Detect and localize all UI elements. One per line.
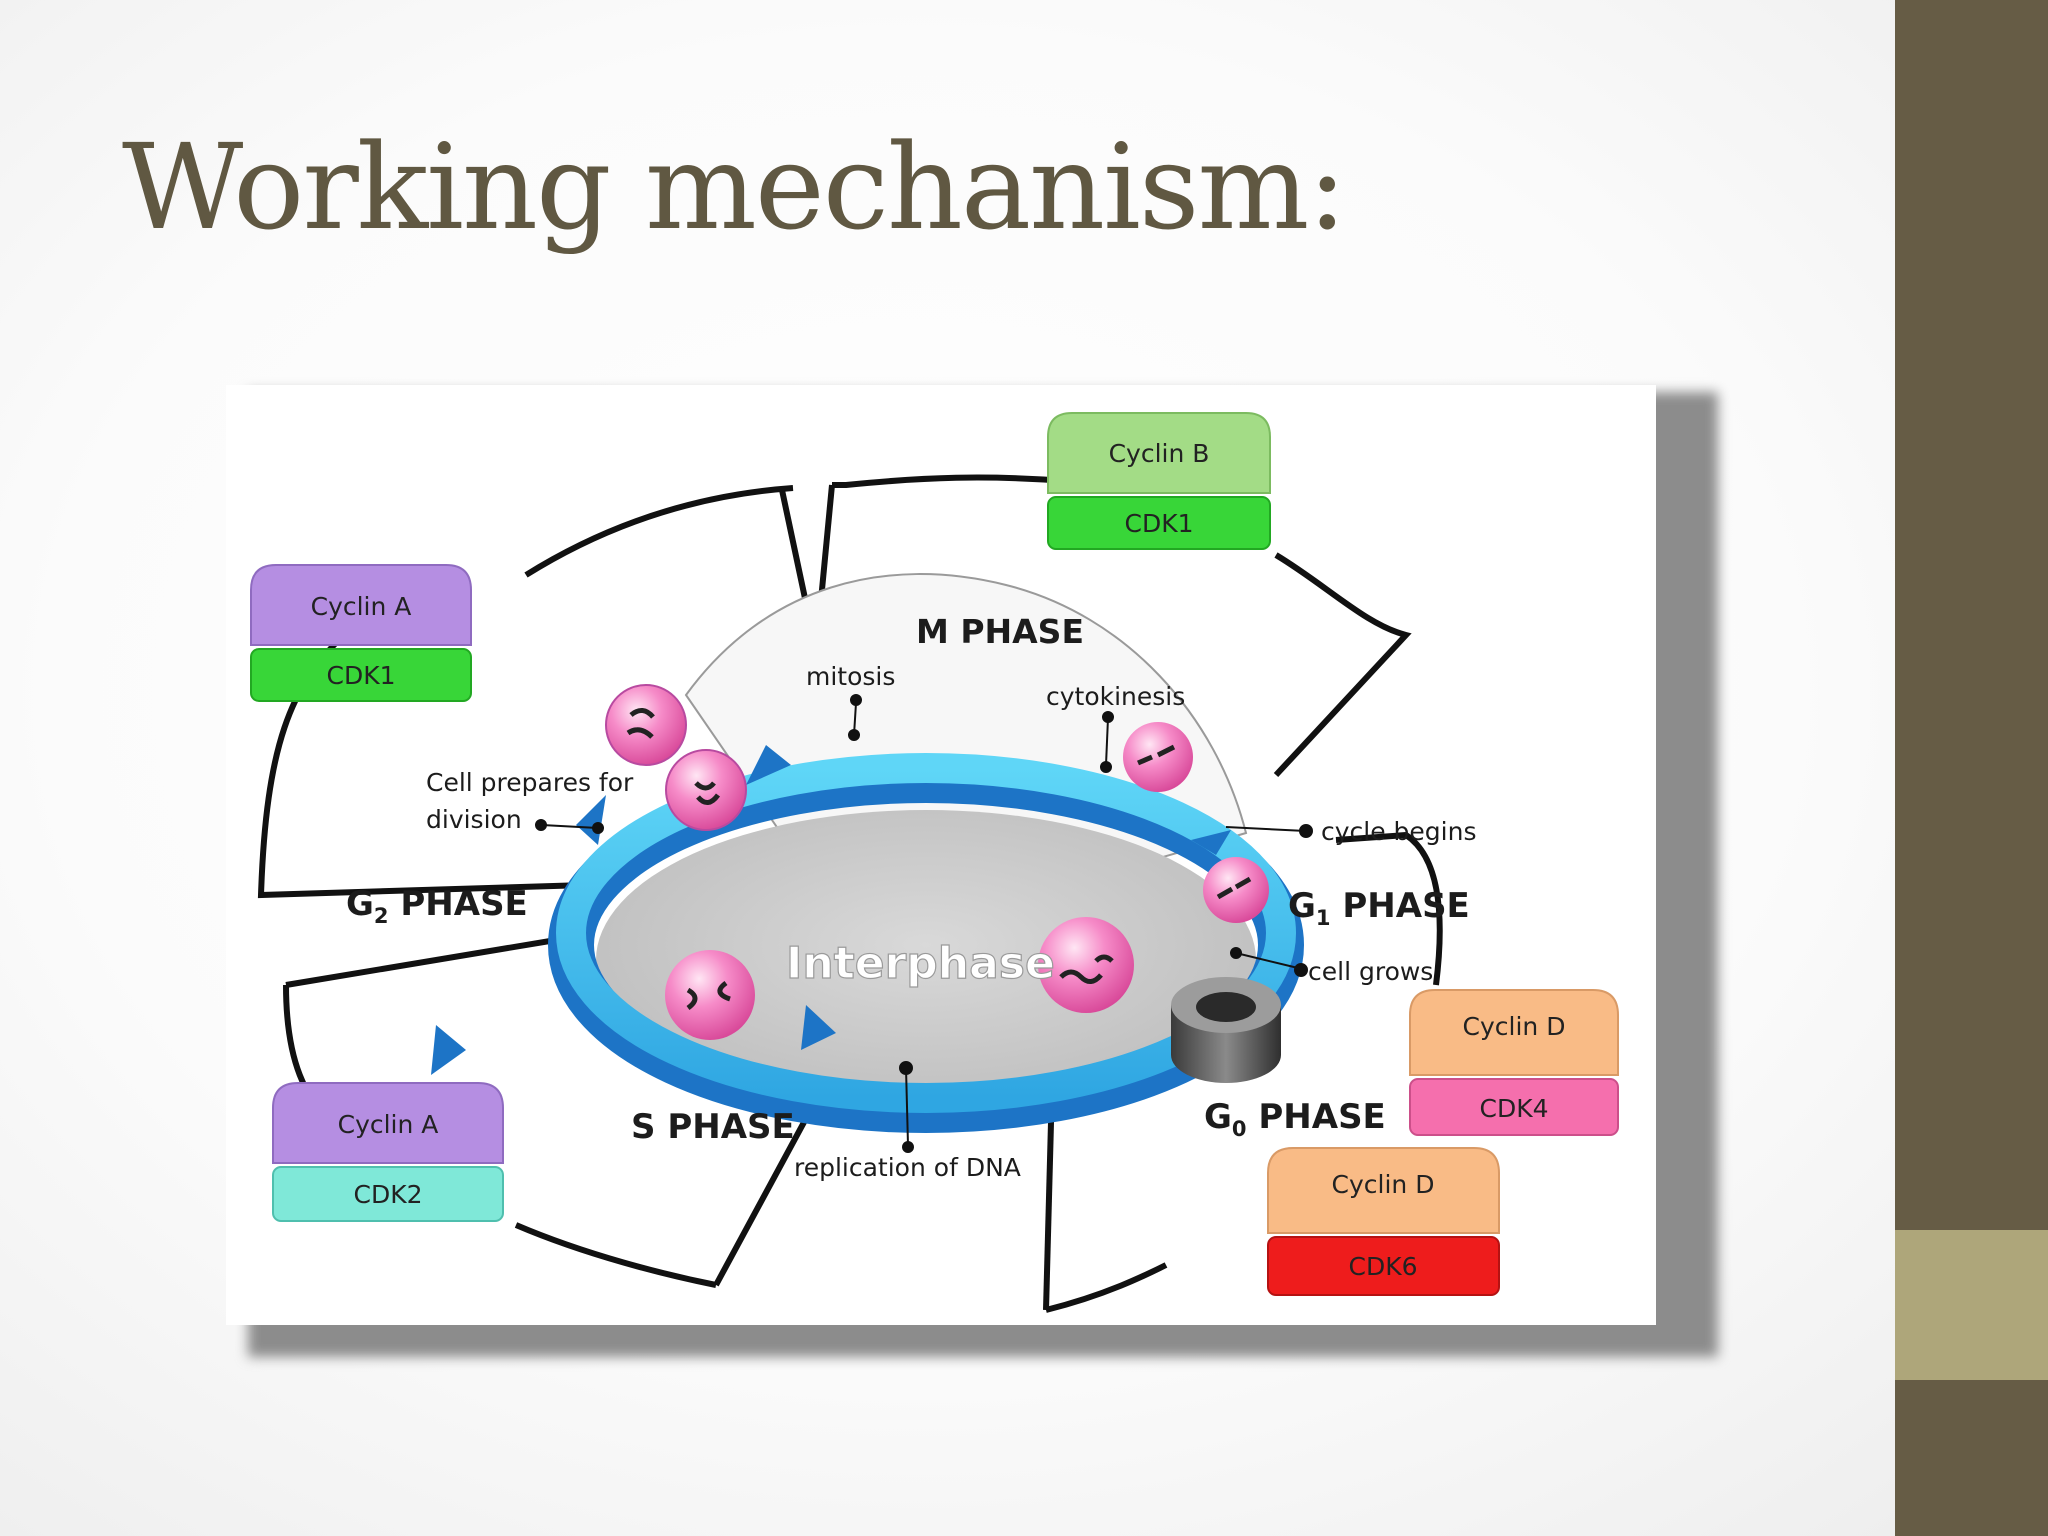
s-phase-label: S PHASE	[631, 1107, 795, 1147]
dividing-cell-mitosis	[605, 684, 747, 831]
cdk-label: CDK2	[353, 1180, 422, 1209]
cell-cycle-figure: M PHASE G1 PHASE G2 PHASE G0 PHASE S PHA…	[226, 385, 1656, 1325]
cdk-label: CDK1	[326, 661, 395, 690]
g1-phase-label: G1 PHASE	[1288, 886, 1470, 930]
cycle-begins-label: cycle begins	[1321, 817, 1477, 846]
m-phase-label: M PHASE	[916, 612, 1084, 651]
interphase-label: Interphase	[786, 938, 1055, 989]
cdk-label: CDK1	[1124, 509, 1193, 538]
cell-cycle-diagram: M PHASE G1 PHASE G2 PHASE G0 PHASE S PHA…	[250, 412, 1619, 1313]
g0-phase-label: G0 PHASE	[1204, 1097, 1386, 1141]
cell-interphase-left	[665, 950, 755, 1040]
cell-grows-label: cell grows	[1308, 957, 1433, 986]
g0-ring-icon	[1171, 977, 1281, 1083]
cytokinesis-label: cytokinesis	[1046, 682, 1185, 711]
replication-label: replication of DNA	[794, 1153, 1021, 1182]
cyclin-label: Cyclin B	[1109, 439, 1210, 468]
complex-cyclin-d-cdk4: Cyclin D CDK4	[1409, 989, 1619, 1136]
cell-g1	[1203, 857, 1269, 923]
side-decor-accent	[1895, 1230, 2048, 1380]
complex-cyclin-a-cdk2: Cyclin A CDK2	[272, 1082, 504, 1222]
cyclin-label: Cyclin D	[1332, 1170, 1435, 1199]
complex-cyclin-d-cdk6: Cyclin D CDK6	[1267, 1147, 1500, 1296]
cyclin-label: Cyclin A	[338, 1110, 439, 1139]
cell-cytokinesis	[1123, 722, 1193, 792]
cdk-label: CDK4	[1479, 1094, 1548, 1123]
slide-title: Working mechanism:	[122, 118, 1347, 256]
cyclin-label: Cyclin A	[311, 592, 412, 621]
prepares-label-line1: Cell prepares for	[426, 768, 634, 797]
outer-cycle-frame	[257, 474, 1443, 1313]
interphase-floor	[596, 810, 1256, 1110]
complex-cyclin-b-cdk1: Cyclin B CDK1	[1047, 412, 1271, 550]
prepares-label-line2: division	[426, 805, 522, 834]
cdk-label: CDK6	[1348, 1252, 1417, 1281]
mitosis-label: mitosis	[806, 662, 895, 691]
cyclin-label: Cyclin D	[1463, 1012, 1566, 1041]
cell-interphase-right	[1038, 917, 1134, 1013]
complex-cyclin-a-cdk1: Cyclin A CDK1	[250, 564, 472, 702]
annotation-pointers	[535, 694, 1313, 1153]
g2-phase-label: G2 PHASE	[346, 884, 528, 928]
